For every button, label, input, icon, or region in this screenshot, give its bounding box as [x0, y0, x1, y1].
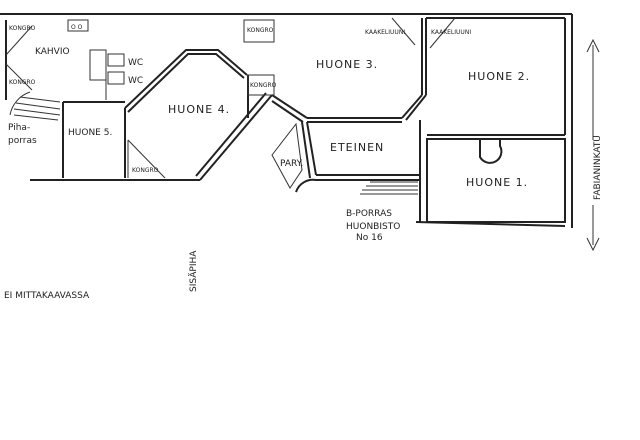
label-pihaporras: Piha- [8, 123, 30, 133]
label-courtyard: SISÄPIHA [188, 250, 199, 292]
fixture-label-kongro: KONGRO [9, 25, 36, 32]
room-label-wc: WC [128, 58, 143, 68]
label-pihaporras: porras [8, 136, 37, 146]
room-label-huone-2: HUONE 2. [468, 70, 530, 83]
fixture-label-kaakeliuuni: KAAKELIUUNI [431, 29, 471, 36]
walls [0, 13, 600, 252]
room-label-kahvio: KAHVIO [35, 47, 70, 57]
fixture-label-kongro: KONGRO [9, 79, 36, 86]
fixture-label-kongro: KONGRO [250, 82, 277, 89]
stove-icon: O O [71, 24, 83, 31]
label-scale-note: EI MITTAKAAVASSA [4, 291, 90, 301]
label-apartment-number: No 16 [356, 233, 383, 243]
room-label-huone-4: HUONE 4. [168, 103, 230, 116]
room-label-wc: WC [128, 76, 143, 86]
fixture-label-kaakeliuuni: KAAKELIUUNI [365, 29, 405, 36]
room-label-huone-5: HUONE 5. [68, 128, 112, 138]
label-huoneisto: HUONBISTO [346, 222, 400, 232]
room-label-pary: PARY. [280, 159, 303, 169]
label-street: FABIANINKATU [593, 135, 603, 200]
label-b-porras: B-PORRAS [346, 209, 392, 219]
room-label-huone-3: HUONE 3. [316, 58, 378, 71]
room-label-eteinen: ETEINEN [330, 141, 384, 154]
fixture-label-kongro: KONGRO [132, 167, 159, 174]
fixture-label-kongro: KONGRO [247, 27, 274, 34]
room-label-huone-1: HUONE 1. [466, 176, 528, 189]
